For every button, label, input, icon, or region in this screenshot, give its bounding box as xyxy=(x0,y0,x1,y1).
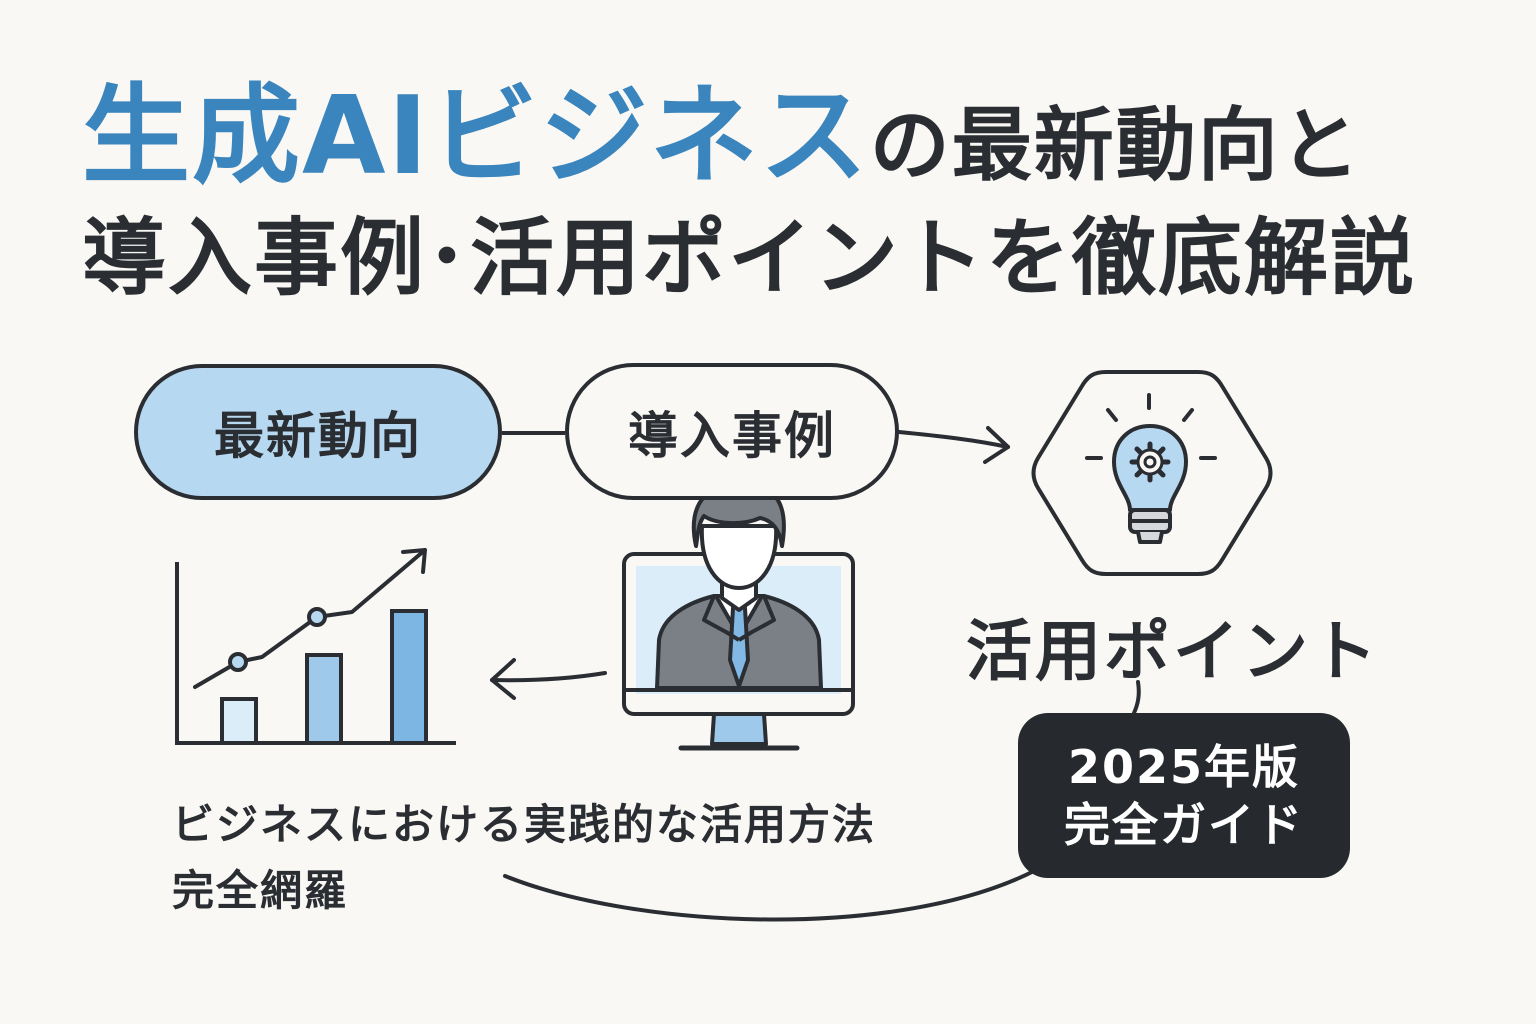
chart-bar xyxy=(390,609,428,745)
badge-line1: 2025年版 xyxy=(1067,739,1301,794)
point-label: 活用ポイント xyxy=(966,613,1380,690)
connector-point-badge xyxy=(1132,680,1141,715)
monitor-stand xyxy=(710,712,768,746)
growth-chart-icon xyxy=(175,548,456,745)
chart-bar xyxy=(220,697,258,745)
swoosh-connector xyxy=(503,868,1038,922)
description-line2: 完全網羅 xyxy=(172,866,349,915)
badge-line2: 完全ガイド xyxy=(1064,797,1304,852)
description: ビジネスにおける実践的な活用方法 完全網羅 xyxy=(172,792,876,924)
lightbulb-gear-icon xyxy=(1031,370,1273,576)
arrow-case-to-point xyxy=(897,426,1010,464)
title-rest: の最新動向と xyxy=(869,99,1362,192)
trend-node: 最新動向 xyxy=(134,364,502,500)
face xyxy=(699,524,779,590)
gear-icon xyxy=(1129,441,1171,483)
description-line1: ビジネスにおける実践的な活用方法 xyxy=(172,800,877,849)
page-title: 生成AIビジネスの最新動向と xyxy=(82,72,1362,211)
chart-arrowhead xyxy=(401,548,427,574)
chart-point xyxy=(228,652,248,672)
arrow-to-chart xyxy=(490,658,607,700)
guide-badge: 2025年版 完全ガイド xyxy=(1018,713,1350,878)
page-subtitle: 導入事例･活用ポイントを徹底解説 xyxy=(82,209,1417,307)
case-node: 導入事例 xyxy=(565,363,899,500)
chart-point xyxy=(307,607,327,627)
tie xyxy=(728,598,750,688)
title-accent: 生成AIビジネス xyxy=(82,74,870,199)
chart-bar xyxy=(305,653,343,745)
